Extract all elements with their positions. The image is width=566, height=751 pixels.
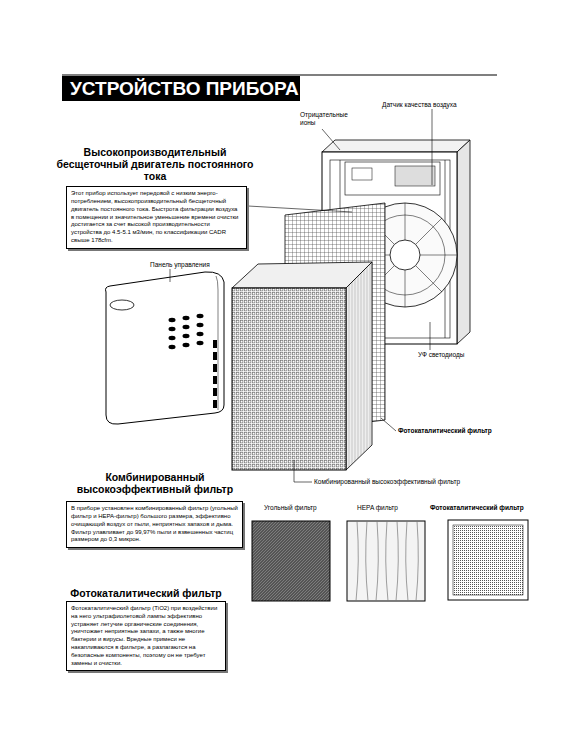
part-label: Фотокаталитический фильтр [430,504,555,512]
section-heading: Комбинированный высокоэффективный фильтр [50,471,260,495]
part-label: УФ светодиоды [418,351,498,359]
description-text: Фотокаталитический фильтр (TiO2) при воз… [66,601,226,671]
part-label: Отрицательные ионы [300,111,352,127]
description-text: В приборе установлен комбинированный фил… [66,501,243,548]
part-label: HEPA фильтр [357,504,427,512]
title-text: УСТРОЙСТВО ПРИБОРА [70,78,299,99]
part-label: Фотокаталитический фильтр [398,427,518,435]
description-box: Фотокаталитический фильтрФотокаталитичес… [60,587,232,671]
part-label: Датчик качества воздуха [382,101,502,109]
part-label: Комбинированный высокоэффективный фильтр [314,478,494,486]
description-box: Комбинированный высокоэффективный фильтр… [50,471,260,548]
section-heading: Высокопроизводительный бесщеточный двига… [50,146,260,182]
description-box: Высокопроизводительный бесщеточный двига… [50,146,260,249]
title-band: УСТРОЙСТВО ПРИБОРА [62,76,300,101]
description-text: Этот прибор использует передовой с низки… [66,186,247,249]
section-heading: Фотокаталитический фильтр [60,587,232,599]
part-label: Угольный фильтр [264,504,344,512]
part-label: Панель управления [150,261,240,269]
